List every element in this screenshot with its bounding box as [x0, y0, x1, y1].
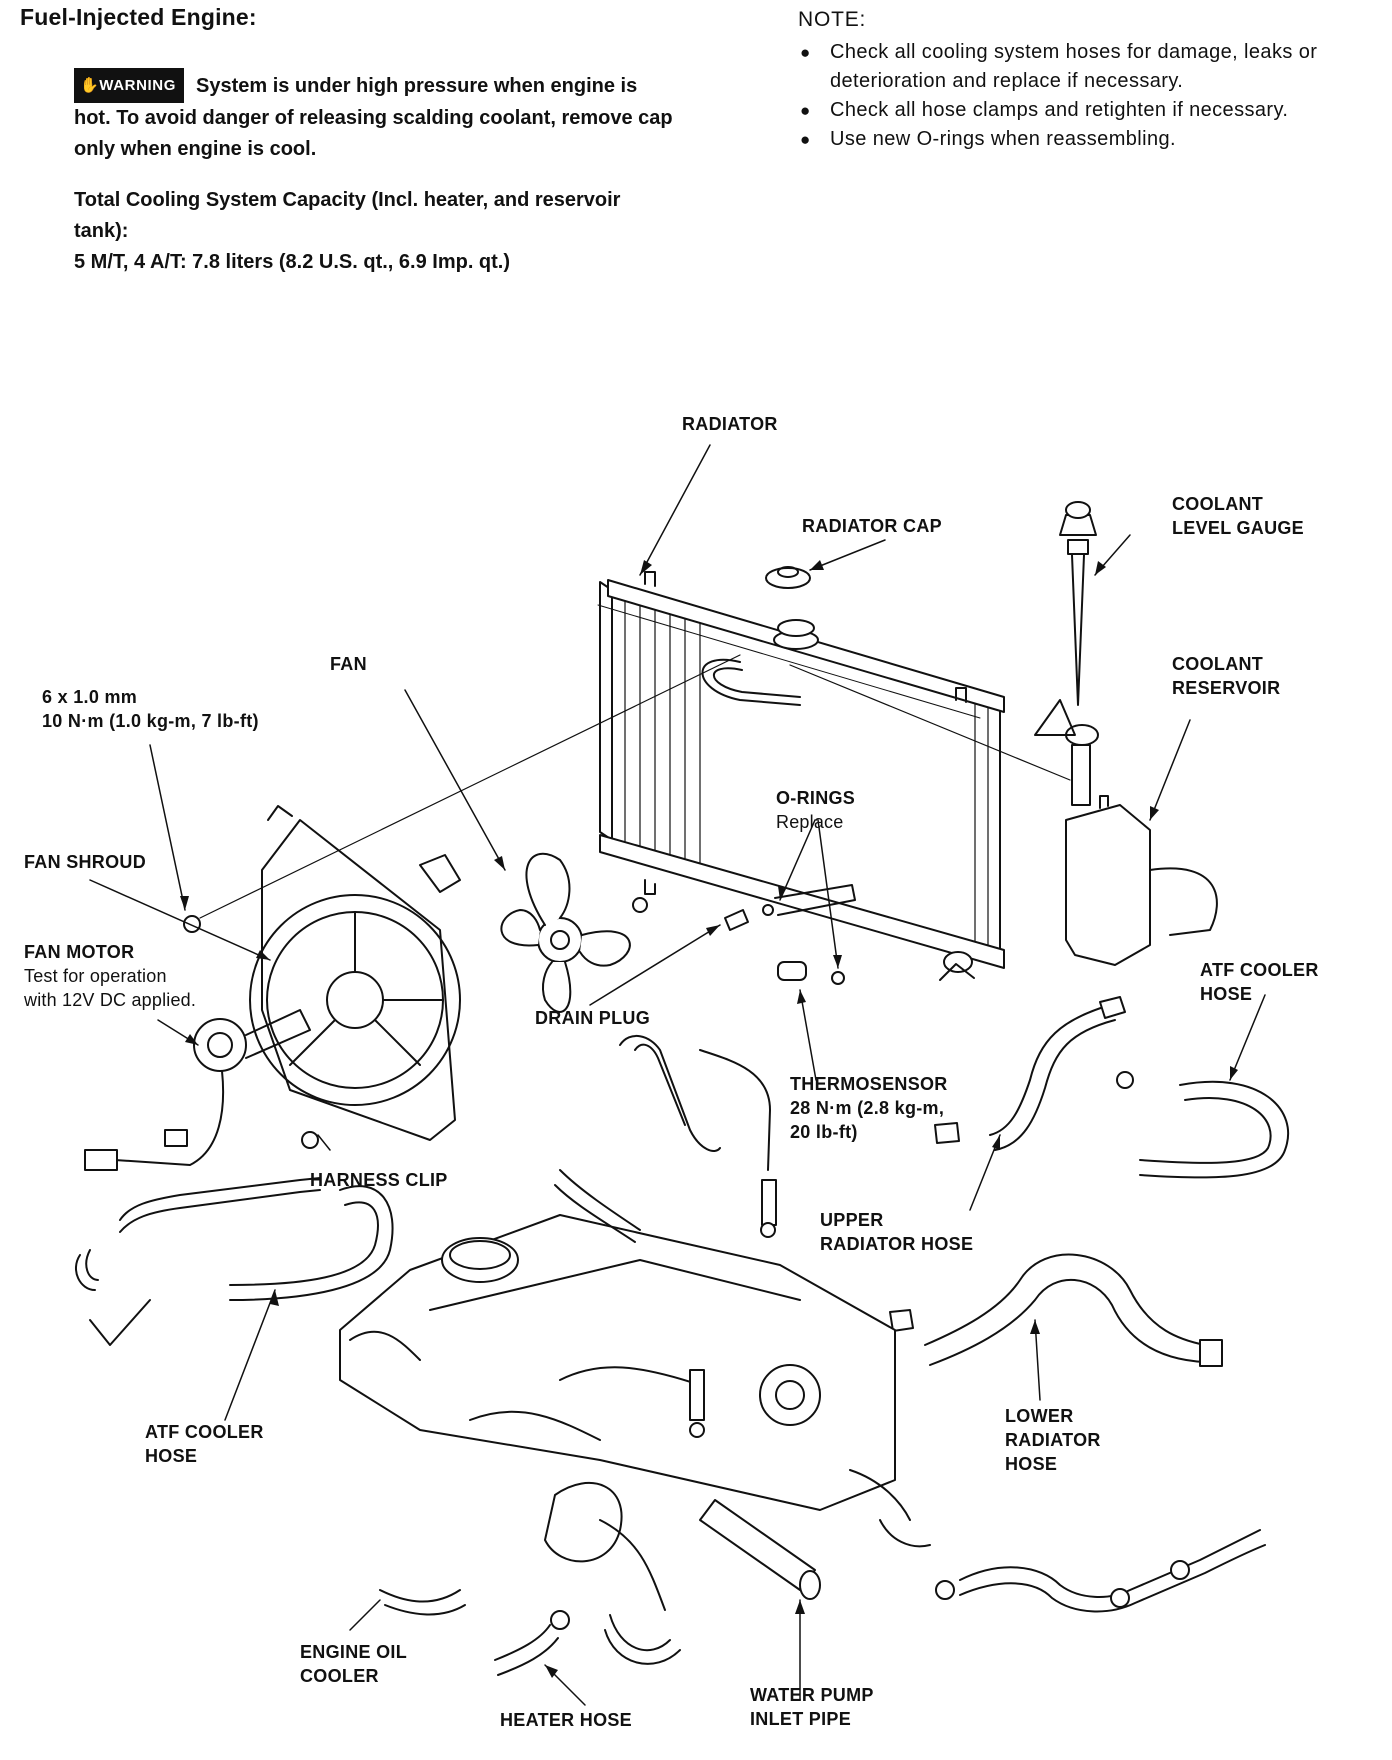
capacity-block: Total Cooling System Capacity (Incl. hea…: [74, 185, 674, 278]
atf-cooler-hose-right-drawing: [1116, 1071, 1290, 1179]
label-lower-radiator-hose: LOWER RADIATOR HOSE: [1005, 1406, 1101, 1474]
page-title: Fuel-Injected Engine:: [20, 4, 257, 30]
engine-oil-cooler-drawing: [379, 1481, 666, 1616]
label-o-rings: O-RINGS: [776, 788, 856, 808]
label-bolt-spec: 6 x 1.0 mm 10 N·m (1.0 kg-m, 7 lb-ft): [42, 687, 259, 731]
water-pump-inlet-pipe-drawing: [699, 1499, 821, 1600]
capacity-value: 5 M/T, 4 A/T: 7.8 liters (8.2 U.S. qt., …: [74, 251, 511, 273]
label-radiator-cap: RADIATOR CAP: [802, 516, 942, 536]
label-coolant-reservoir: COOLANT RESERVOIR: [1172, 654, 1281, 698]
heater-hose-drawing: [494, 1610, 681, 1676]
note-item: Check all hose clamps and retighten if n…: [798, 96, 1383, 125]
label-atf-cooler-hose-right: ATF COOLER HOSE: [1200, 960, 1319, 1004]
label-fan-shroud: FAN SHROUD: [24, 852, 147, 872]
note-title: NOTE:: [798, 8, 867, 31]
hand-icon: ✋: [80, 77, 100, 94]
label-atf-cooler-hose-left: ATF COOLER HOSE: [145, 1422, 264, 1466]
label-thermosensor: THERMOSENSOR 28 N·m (2.8 kg-m, 20 lb-ft): [790, 1074, 948, 1142]
label-harness-clip: HARNESS CLIP: [310, 1170, 448, 1190]
engine-block-drawing: [339, 1214, 911, 1521]
upper-radiator-hose-drawing: [934, 996, 1126, 1151]
fan-drawing: [419, 852, 648, 1013]
bypass-hoses-drawing: [554, 1035, 931, 1548]
warning-text: System is under high pressure when engin…: [74, 75, 673, 160]
note-list: Check all cooling system hoses for damag…: [798, 38, 1383, 154]
fan-shroud-drawing: [84, 805, 461, 1171]
note-item: Check all cooling system hoses for damag…: [798, 38, 1383, 96]
capacity-heading: Total Cooling System Capacity (Incl. hea…: [74, 189, 621, 242]
label-fan-motor: FAN MOTOR: [24, 942, 135, 962]
warning-badge: ✋WARNING: [74, 68, 184, 103]
atf-cooler-hose-left-drawing: [75, 1177, 394, 1346]
bolt-drawing: [183, 654, 1071, 933]
lower-radiator-hose-drawing: [889, 1253, 1223, 1367]
label-coolant-level-gauge: COOLANT LEVEL GAUGE: [1172, 494, 1304, 538]
note-item: Use new O-rings when reassembling.: [798, 125, 1383, 154]
coolant-reservoir-drawing: [1034, 501, 1218, 966]
drain-plug-drawing: [724, 884, 975, 985]
heater-hose-right-drawing: [935, 1529, 1266, 1613]
label-o-rings-note: Replace: [776, 812, 844, 832]
label-fan: FAN: [330, 654, 367, 674]
label-radiator: RADIATOR: [682, 414, 778, 434]
arrowheads: [180, 560, 1238, 1678]
label-engine-oil-cooler: ENGINE OIL COOLER: [300, 1642, 408, 1686]
label-water-pump-inlet-pipe: WATER PUMP INLET PIPE: [750, 1685, 874, 1729]
label-heater-hose: HEATER HOSE: [500, 1710, 632, 1730]
warning-badge-text: WARNING: [99, 77, 176, 94]
label-drain-plug: DRAIN PLUG: [535, 1008, 650, 1028]
radiator-drawing: [597, 566, 1005, 969]
label-fan-motor-note: Test for operation with 12V DC applied.: [24, 966, 197, 1010]
label-upper-radiator-hose: UPPER RADIATOR HOSE: [820, 1210, 974, 1254]
